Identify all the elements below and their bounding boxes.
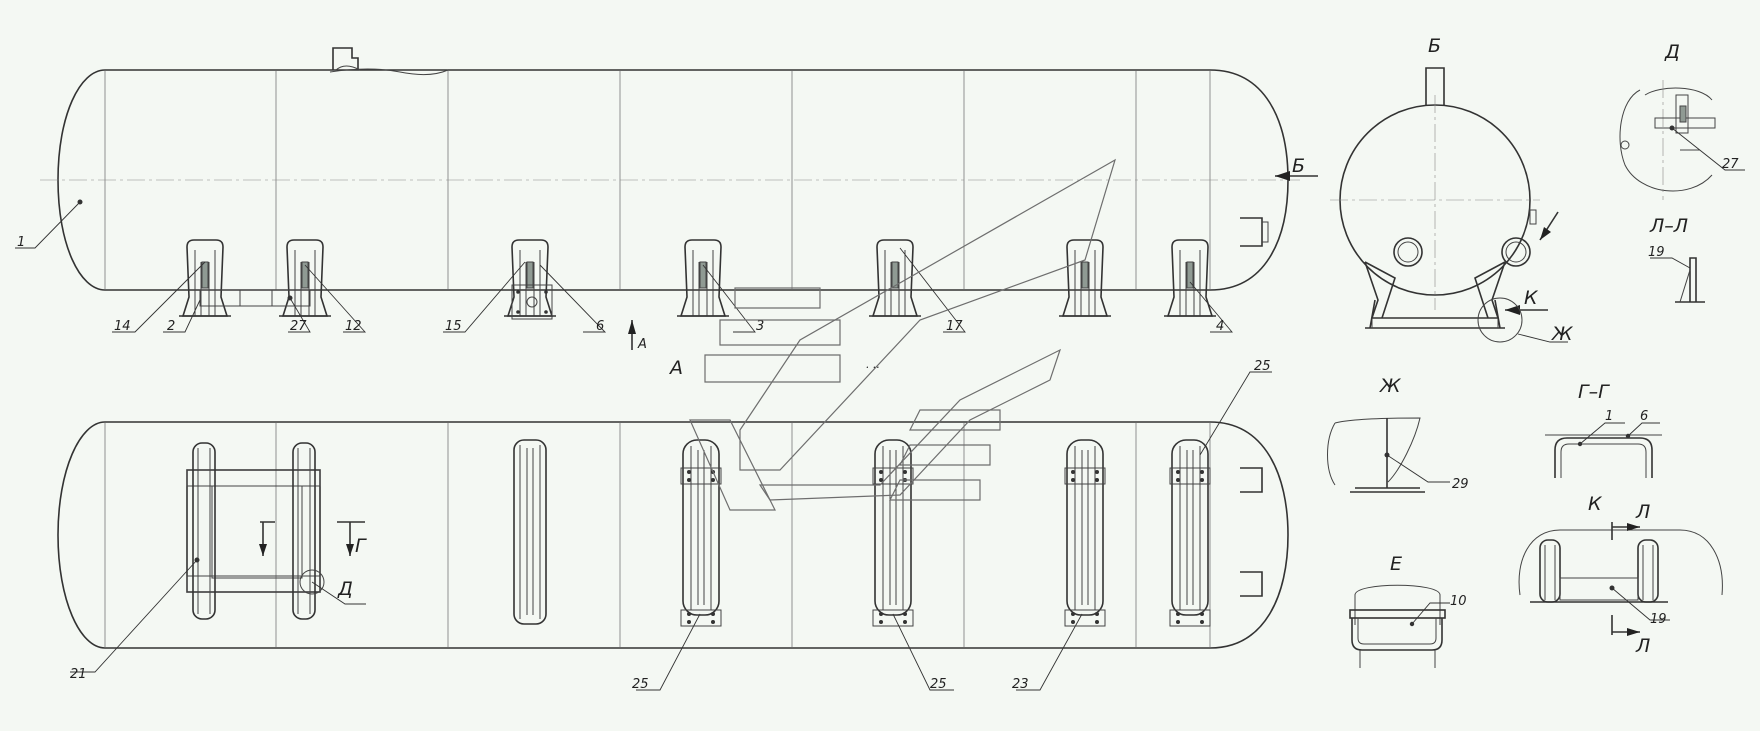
callout-15: 15: [445, 319, 462, 334]
strap-clamp: [872, 439, 914, 627]
view-label-a: А: [668, 357, 683, 379]
detail-title-d: Д: [1664, 41, 1680, 63]
saddle-support: [178, 239, 232, 317]
callout-14: 14: [114, 319, 131, 334]
section-mark-l-bottom: Л: [1635, 635, 1650, 657]
section-l-l: Л–Л: [1649, 215, 1705, 303]
callout-25: 25: [1254, 359, 1271, 374]
section-g-g: [1545, 422, 1662, 478]
detail-label-d: Д: [337, 578, 353, 600]
section-mark-l-top: Л: [1635, 501, 1650, 523]
callout-23: 23: [1012, 677, 1029, 692]
callout-6: 6: [1640, 409, 1648, 424]
callout-2: 2: [167, 319, 175, 334]
callout-19: 19: [1648, 245, 1665, 260]
view-label-b: Б: [1292, 155, 1305, 177]
callout-21: 21: [70, 667, 87, 682]
section-title-gg: Г–Г: [1578, 381, 1610, 403]
callout-25: 25: [632, 677, 649, 692]
callout-1: 1: [17, 235, 25, 250]
end-view-b: К Ж: [1330, 67, 1574, 345]
view-title-b: Б: [1428, 35, 1441, 57]
strap-clamp: [1064, 439, 1106, 627]
callout-27: 27: [290, 319, 307, 334]
section-title-ll: Л–Л: [1649, 215, 1688, 237]
view-arrow-label-k: К: [1524, 287, 1539, 309]
view-e: [1349, 584, 1450, 668]
callout-19: 19: [1650, 612, 1667, 627]
saddle-support: [868, 239, 922, 317]
view-title-e: Е: [1390, 553, 1402, 575]
callout-10: 10: [1450, 594, 1467, 609]
view-arrow-label-a: А: [637, 337, 647, 352]
watermark-logo: . ..: [689, 158, 1117, 511]
callout-1: 1: [1605, 409, 1613, 424]
section-label-g: Г: [355, 535, 367, 557]
callout-12: 12: [345, 319, 362, 334]
detail-d: [1619, 80, 1745, 200]
saddle-support: [676, 239, 730, 317]
tank-side-view: Б А А: [15, 47, 1318, 379]
detail-zh: [1327, 417, 1450, 493]
tank-plan-view: Г Д: [57, 371, 1289, 691]
detail-title-zh: Ж: [1379, 375, 1402, 397]
callout-17: 17: [946, 319, 963, 334]
strap-clamp: [680, 439, 722, 627]
callout-25: 25: [930, 677, 947, 692]
strap-clamp: [1169, 439, 1211, 627]
callout-4: 4: [1216, 319, 1224, 334]
view-title-k: К: [1588, 493, 1603, 515]
svg-text:. ..: . ..: [866, 358, 880, 371]
callout-29: 29: [1452, 477, 1469, 492]
callout-27: 27: [1722, 157, 1739, 172]
detail-label-zh: Ж: [1551, 323, 1574, 345]
saddle-support: [1163, 239, 1217, 317]
view-k: [1518, 522, 1723, 636]
saddle-support: [1058, 239, 1112, 317]
callout-3: 3: [756, 319, 764, 334]
saddle-support: [278, 239, 332, 317]
callout-6: 6: [596, 319, 604, 334]
